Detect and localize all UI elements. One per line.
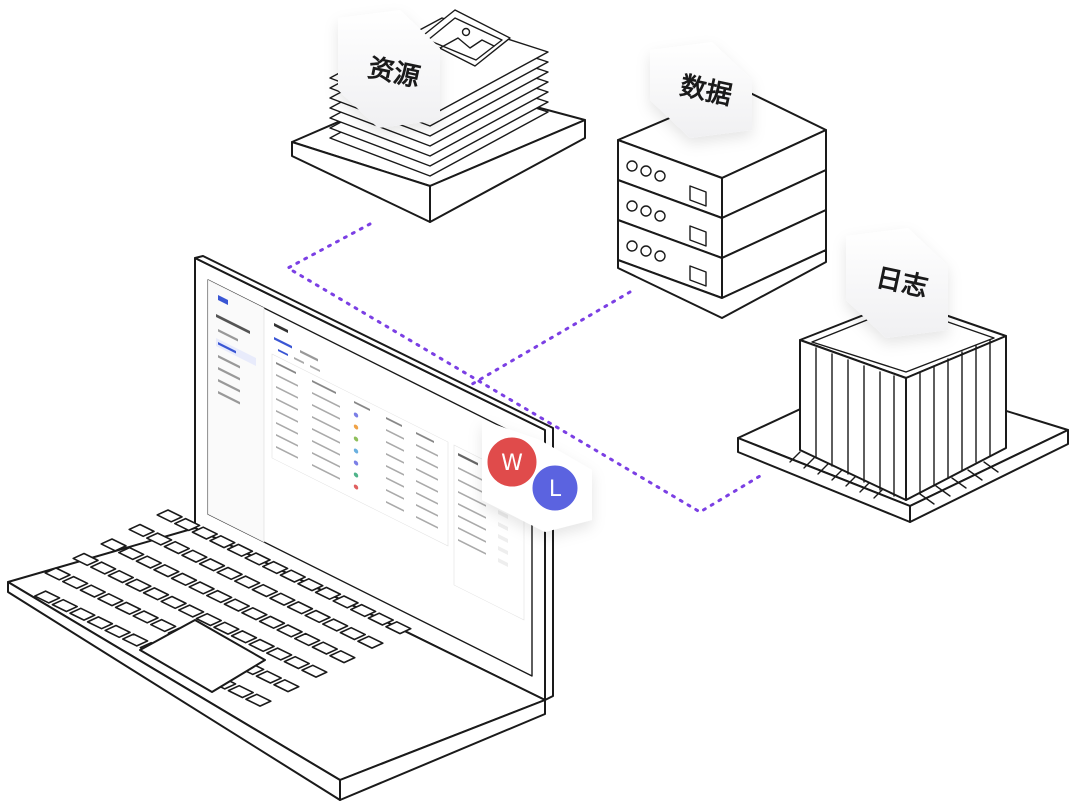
keyboard-key [304,609,331,624]
logs-label-card [846,228,948,338]
trackpad [139,619,266,693]
keyboard-key [227,684,254,699]
connector-lines [284,222,762,514]
keyboard-key [255,670,283,684]
keyboard-key [104,624,131,639]
keyboard-key [245,693,272,707]
keyboard-key [357,635,384,649]
keyboard-key [339,626,367,641]
keyboard-key [206,589,233,604]
keyboard-key [97,592,124,607]
keyboard-key [269,592,296,606]
keyboard-key [86,616,114,630]
keyboard-key [100,538,127,552]
keyboard-key [191,526,218,540]
keyboard-key [314,586,342,601]
data-node: 数据 [617,42,827,319]
keyboard-key [367,612,395,626]
keyboard-key [293,632,321,647]
keyboard-key [385,620,412,635]
user-badges: W L [482,420,592,532]
keyboard-key [213,621,240,635]
keyboard-key [132,610,159,624]
keyboard-key [114,601,142,616]
keyboard-key [61,575,89,590]
keyboard-key [178,604,205,618]
keyboard-key [321,618,349,632]
connector-data [453,290,632,396]
badge-l: L [529,462,581,514]
keyboard-key [223,598,250,612]
keyboard-key [107,569,134,584]
screen-logo-icon [218,295,228,305]
keyboard-key [118,546,145,561]
keyboard-key [273,678,300,693]
keyboard-key [258,615,286,630]
keyboard-key [79,584,106,598]
badge-w: W [484,434,540,490]
keyboard-key [51,598,78,613]
screen-right-panel [453,444,525,621]
keyboard-key [135,555,162,569]
image-icon [419,9,511,67]
chip-ribs [815,339,991,497]
keyboard-key [286,601,314,615]
screen-dashboard [207,279,525,621]
keyboard-key [90,561,117,575]
keyboard-key [44,567,71,581]
keyboard-key [125,578,152,592]
keyboard-key [301,664,328,678]
keyboard-key [279,569,307,583]
keyboard-key [311,641,339,655]
keyboard-key [174,517,201,532]
keyboard-key [33,590,61,604]
keyboard-key [69,607,96,621]
keyboard-key [241,606,268,621]
screen-sidebar [207,279,265,543]
connector-resources [284,222,762,514]
keyboard-key [283,655,311,670]
keyboard-key [332,595,359,609]
keyboard-key [128,523,155,538]
resources-label-card [338,10,440,128]
keyboard-key [265,647,293,661]
server-unit-2 [617,169,827,259]
keyboard-key [163,540,190,555]
keyboard-key [248,638,275,653]
laptop [7,255,554,801]
keyboard-key [244,552,271,566]
keyboard-key [188,581,215,595]
chip-pins [789,451,999,505]
keyboard-key [226,543,254,558]
keyboard-key [146,532,173,546]
keyboard-key [142,587,170,601]
data-label-card [650,42,752,138]
keyboard-key [150,618,177,633]
keyboard-key [160,595,187,610]
keyboard-key [230,630,258,644]
keyboard-key [276,624,303,638]
keyboard-key [72,552,99,567]
keyboard-key [261,560,289,575]
keyboard-key [297,577,324,592]
keyboard-key [156,509,183,523]
badge-l-letter: L [549,477,562,502]
keyboard-key [329,649,356,664]
keyboard-key [216,566,243,581]
logs-node: 日志 [737,228,1069,523]
keyboard-key [170,572,198,587]
keyboard-key [122,633,149,647]
keyboard-key [153,563,180,578]
badge-w-letter: W [501,451,523,476]
keyboard-key [251,583,279,598]
keyboard-key [209,534,236,549]
keyboard-key [198,558,226,572]
keyboard-key [234,575,261,589]
screen-table [271,353,449,547]
resources-node: 资源 [291,9,586,223]
keyboard-key [349,603,377,618]
keyboard-key [195,612,222,627]
keyboard-key [181,549,208,563]
